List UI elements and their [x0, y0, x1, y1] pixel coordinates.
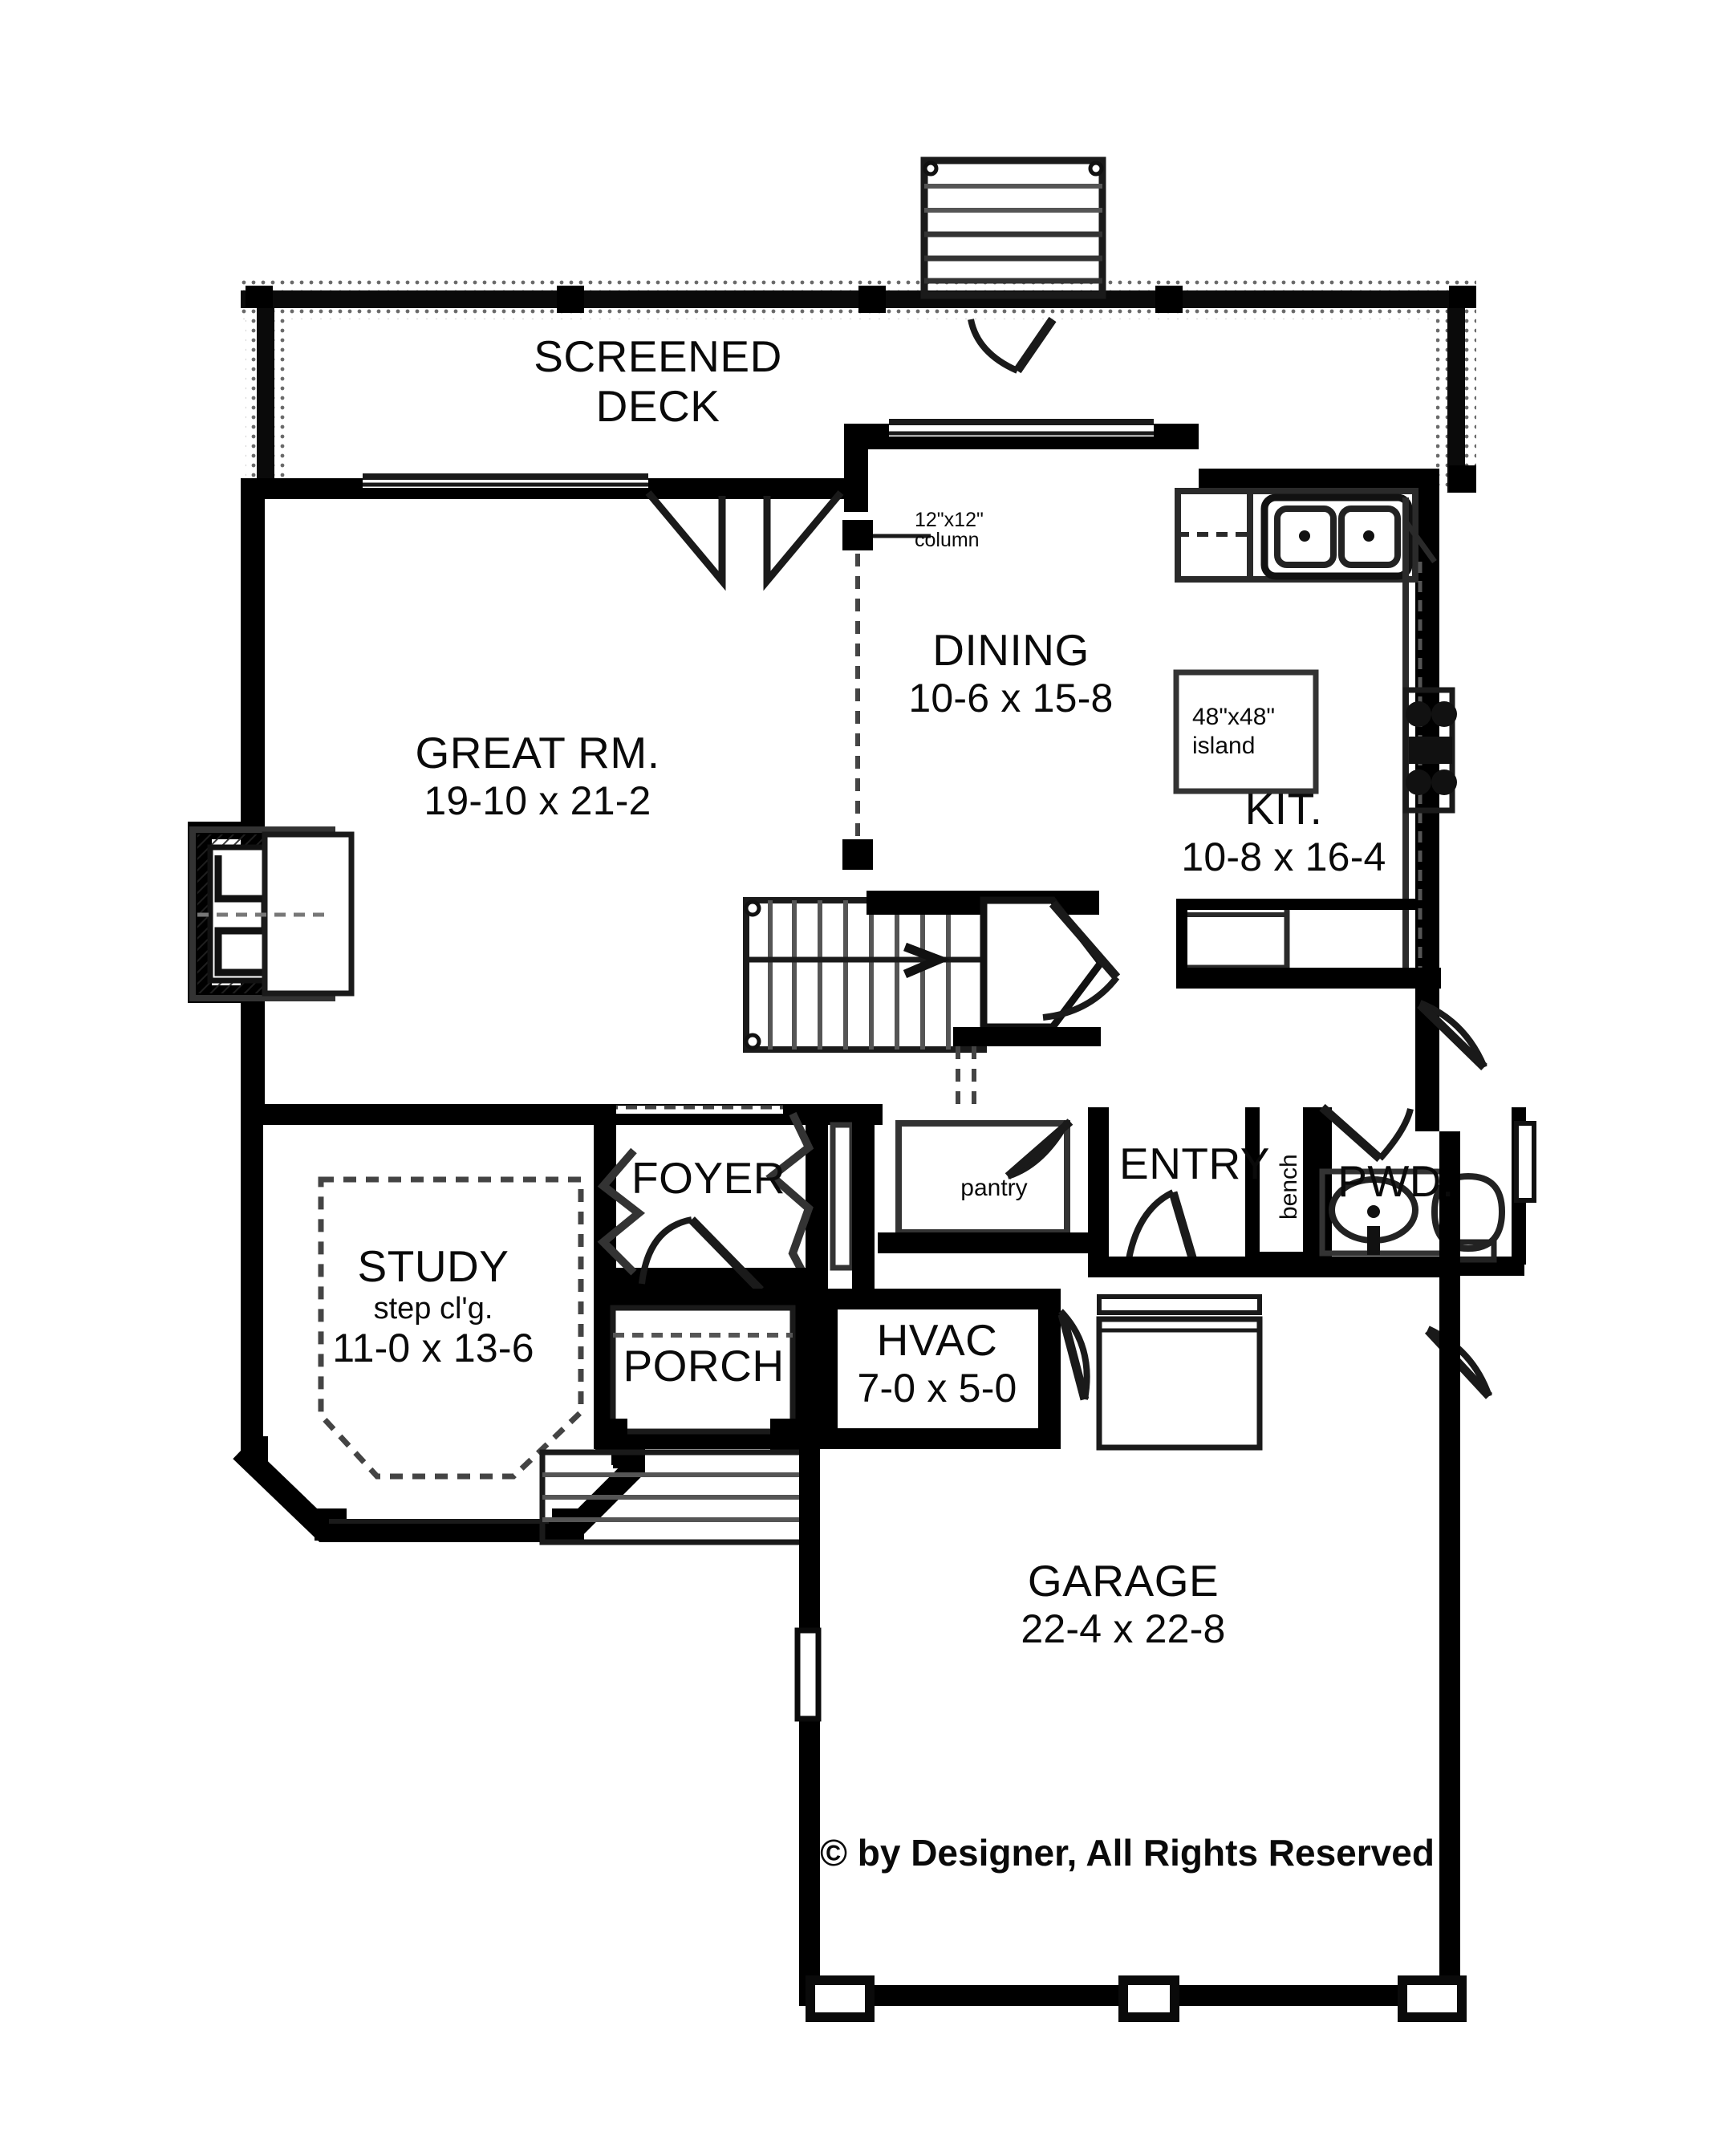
hvac-room [815, 1289, 1263, 1451]
island-size-text: 48"x48" [1192, 704, 1276, 730]
garage-space [794, 1131, 1467, 2022]
screened-deck-structure [241, 156, 1476, 591]
copyright-notice: © by Designer, All Rights Reserved [820, 1832, 1435, 1874]
pantry-label: pantry [960, 1175, 1028, 1201]
column-label-text: column [915, 529, 980, 551]
column-size-text: 12"x12" [915, 509, 984, 531]
kitchen-fixtures [1173, 488, 1457, 989]
island-label-text: island [1192, 733, 1256, 759]
bench-label: bench [1276, 1154, 1302, 1220]
island-annotation: 48"x48" island [1192, 703, 1275, 761]
column-annotation: 12"x12" column [915, 510, 984, 550]
interior-stair [743, 891, 1121, 1104]
fireplace-fixture [189, 826, 355, 1001]
dining-column-partition [842, 520, 931, 870]
